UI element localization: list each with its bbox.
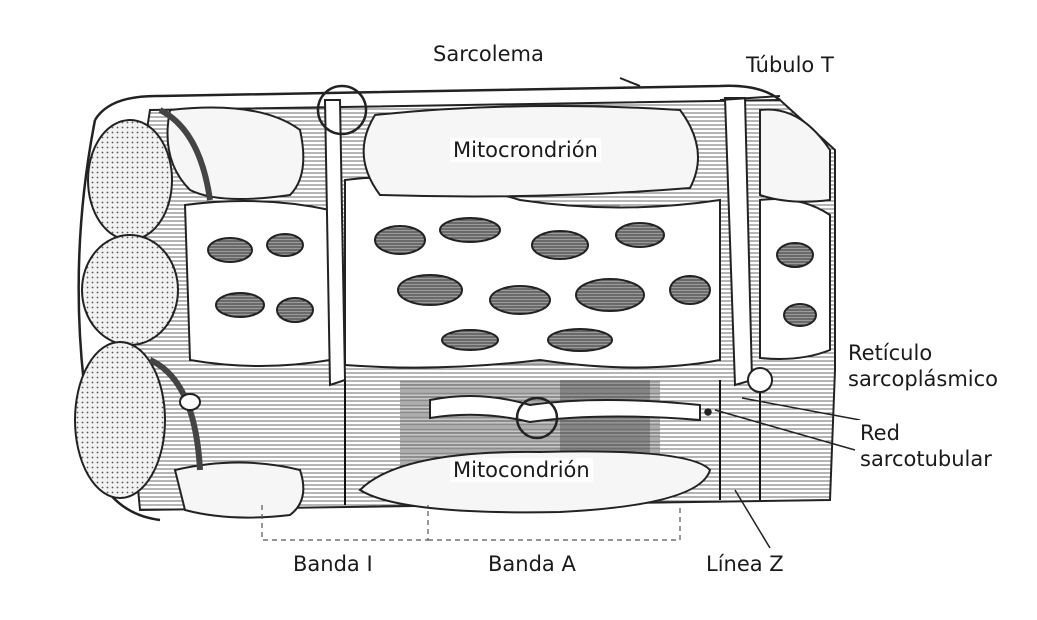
label-linea-z: Línea Z <box>703 552 787 576</box>
label-tubulo-t: Túbulo T <box>743 53 837 77</box>
label-red-line2: sarcotubular <box>860 447 992 471</box>
label-red-sarcotubular: Red sarcotubular <box>857 420 995 472</box>
label-mitocondrion-top: Mitocrondrión <box>450 138 601 162</box>
label-reticulo-line2: sarcoplásmico <box>848 367 999 391</box>
label-sarcolema: Sarcolema <box>430 42 547 66</box>
label-reticulo-line1: Retículo <box>848 341 933 365</box>
label-banda-a: Banda A <box>485 552 579 576</box>
label-reticulo-sarcoplasmico: Retículo sarcoplásmico <box>845 340 1002 392</box>
band-brackets <box>261 505 681 541</box>
label-banda-i: Banda I <box>290 552 376 576</box>
label-red-line1: Red <box>860 421 900 445</box>
label-mitocondrion-bottom: Mitocondrión <box>450 458 593 482</box>
t-tubule <box>316 84 781 440</box>
label-leader-lines <box>704 397 861 549</box>
sarcoplasmic-reticulum-network <box>183 176 831 424</box>
myofibril-cross-sections <box>74 107 213 499</box>
